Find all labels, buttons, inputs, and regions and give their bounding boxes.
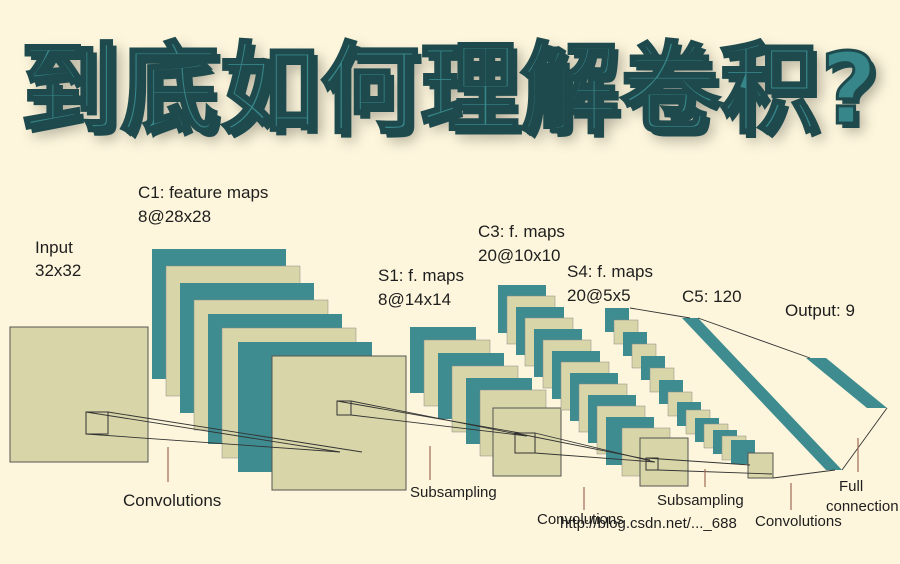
op-subsampling-1: Subsampling [410,484,497,501]
op-convolutions-1: Convolutions [123,491,221,510]
op-full-connection-line1: Full [839,478,863,495]
connection-lines [85,307,888,479]
label-c5: C5: 120 [682,287,742,306]
output-layer-bar [806,358,887,408]
label-s1-size: 8@14x14 [378,290,451,309]
label-s4-title: S4: f. maps [567,262,653,281]
s1-feature-maps [410,327,562,477]
annotation-pointers [167,438,859,510]
input-receptive-field [85,411,109,435]
label-output: Output: 9 [785,301,855,320]
label-input-title: Input [35,238,73,257]
op-convolutions-3: Convolutions [755,513,842,530]
op-full-connection-line2: connection [826,498,899,515]
c3-feature-maps [498,285,689,487]
label-c1-title: C1: feature maps [138,183,268,202]
c1-feature-maps [152,249,407,491]
label-c1-size: 8@28x28 [138,207,211,226]
label-input-size: 32x32 [35,261,81,280]
label-c3-title: C3: f. maps [478,222,565,241]
label-s1-title: S1: f. maps [378,266,464,285]
c5-layer-bar [682,318,842,470]
s4-feature-maps [605,308,774,479]
input-image [9,326,149,463]
watermark-url: http://blog.csdn.net/..._688 [560,515,737,532]
op-subsampling-2: Subsampling [657,492,744,509]
label-s4-size: 20@5x5 [567,286,631,305]
label-c3-size: 20@10x10 [478,246,561,265]
headline-title: 到底如何理解卷积? [19,32,880,149]
op-convolutions-2: Convolutions [537,511,624,528]
